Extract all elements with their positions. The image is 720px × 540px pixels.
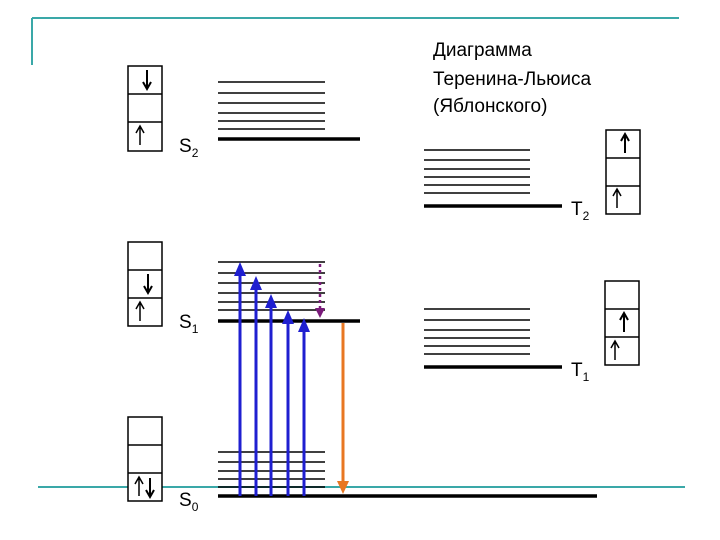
label-t2: T2	[571, 199, 590, 223]
label-s0: S0	[179, 490, 199, 514]
electron-box-s1	[127, 241, 163, 327]
title-line-2: Теренина-Льюиса	[433, 69, 592, 90]
label-s2: S2	[179, 136, 199, 160]
electron-box-s0	[127, 416, 163, 502]
title-line-3: (Яблонского)	[433, 96, 548, 117]
electron-box-t2	[605, 129, 641, 215]
t1-vibrational-levels	[424, 308, 530, 355]
vibrational-relaxation-arrow	[315, 264, 325, 318]
title-line-1: Диаграмма	[433, 40, 532, 61]
label-t1: T1	[571, 360, 590, 384]
absorption-arrows	[234, 262, 310, 496]
electron-box-s2	[127, 65, 163, 152]
label-s1: S1	[179, 312, 199, 336]
fluorescence-arrow	[337, 323, 349, 494]
s2-vibrational-levels	[218, 81, 325, 130]
electron-box-t1	[604, 280, 640, 366]
t2-vibrational-levels	[424, 149, 530, 194]
